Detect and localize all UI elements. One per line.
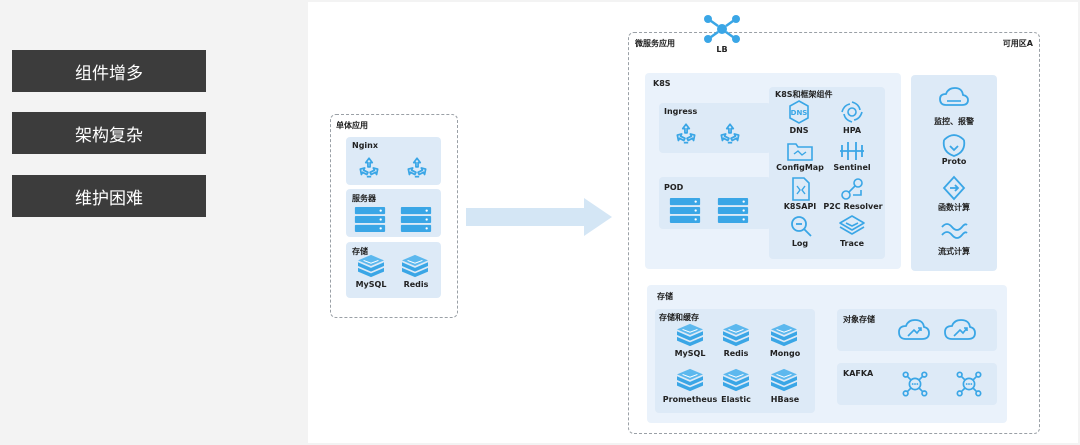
storage-cache-box: 存储和缓存 MySQL Redis Mongo Prometheus Elast…: [655, 309, 815, 413]
storage-label: 存储: [657, 292, 673, 301]
microservice-title: 微服务应用: [635, 39, 675, 48]
pod-label: POD: [664, 183, 684, 192]
mono-storage-label: 存储: [352, 247, 368, 256]
stream-compute-icon: [939, 218, 969, 244]
kafka-icon: [955, 370, 983, 398]
proto-label: Proto: [941, 157, 967, 166]
ingress-icon: [673, 121, 699, 147]
tag-more-components: 组件增多: [12, 50, 206, 92]
cloud-upload-icon: [897, 317, 931, 343]
tag-complex-architecture: 架构复杂: [12, 112, 206, 154]
sentinel-label: Sentinel: [833, 163, 871, 172]
kafka-box: KAFKA: [837, 363, 997, 405]
elastic-label: Elastic: [721, 395, 751, 404]
ingress-icon: [717, 121, 743, 147]
microservice-group: 微服务应用 可用区A K8S Ingress POD K8S和框架组件 DNS …: [628, 32, 1040, 434]
server-label: 服务器: [352, 194, 376, 203]
kafka-label: KAFKA: [843, 369, 874, 378]
ingress-box: Ingress: [659, 103, 771, 153]
monolith-title: 单体应用: [336, 121, 368, 130]
nginx-label: Nginx: [352, 141, 379, 150]
mono-redis-label: Redis: [403, 280, 429, 289]
log-icon: [788, 213, 814, 239]
server-icon: [400, 206, 432, 233]
stream-compute-label: 流式计算: [938, 247, 970, 256]
monitoring-label: 监控、报警: [934, 117, 974, 126]
configmap-label: ConfigMap: [776, 163, 824, 172]
trace-icon: [838, 214, 866, 238]
services-box: 监控、报警 Proto 函数计算 流式计算: [911, 75, 997, 271]
storage-cache-label: 存储和缓存: [659, 313, 699, 322]
k8sapi-icon: [789, 176, 813, 202]
database-icon: [769, 367, 799, 393]
monolith-group: 单体应用 Nginx 服务器 存储 MySQL Redis: [330, 114, 458, 318]
kafka-icon: [901, 370, 929, 398]
database-icon: [675, 367, 705, 393]
ingress-icon: [356, 155, 382, 181]
function-compute-label: 函数计算: [938, 203, 970, 212]
database-icon: [400, 253, 430, 279]
mono-storage-box: 存储 MySQL Redis: [346, 242, 441, 298]
server-icon: [717, 197, 749, 224]
nginx-box: Nginx: [346, 137, 441, 185]
function-compute-icon: [940, 175, 968, 201]
k8s-components-box: K8S和框架组件 DNS HPA ConfigMap Sentinel K8SA…: [769, 87, 885, 259]
folder-icon: [786, 139, 814, 163]
load-balancer-icon: [702, 14, 742, 44]
mysql-label: MySQL: [674, 349, 706, 358]
database-icon: [721, 322, 751, 348]
redis-label: Redis: [723, 349, 749, 358]
log-label: Log: [791, 239, 809, 248]
k8s-label: K8S: [653, 79, 671, 88]
availability-zone-label: 可用区A: [1002, 39, 1033, 48]
database-icon: [356, 253, 386, 279]
ingress-icon: [404, 155, 430, 181]
dns-label: DNS: [789, 126, 809, 135]
k8sapi-label: K8SAPI: [783, 202, 817, 211]
p2c-resolver-label: P2C Resolver: [823, 202, 883, 211]
pod-box: POD: [659, 177, 771, 229]
database-icon: [675, 322, 705, 348]
database-icon: [769, 322, 799, 348]
server-icon: [669, 197, 701, 224]
server-box: 服务器: [346, 189, 441, 237]
storage-box: 存储 存储和缓存 MySQL Redis Mongo Prometheus El…: [647, 285, 1007, 423]
k8s-components-label: K8S和框架组件: [775, 90, 833, 99]
ingress-label: Ingress: [664, 107, 698, 116]
database-icon: [721, 367, 751, 393]
p2c-resolver-icon: [839, 176, 865, 202]
sentinel-icon: [838, 139, 866, 163]
dns-icon: [786, 99, 812, 125]
hbase-label: HBase: [770, 395, 800, 404]
monitoring-cloud-icon: [938, 85, 970, 109]
lb-label: LB: [716, 45, 728, 54]
proto-icon: [940, 132, 968, 158]
prometheus-label: Prometheus: [662, 395, 718, 404]
mongo-label: Mongo: [769, 349, 801, 358]
hpa-label: HPA: [842, 126, 862, 135]
server-icon: [354, 206, 386, 233]
cloud-upload-icon: [943, 317, 977, 343]
arrow-right-icon: [466, 198, 612, 236]
tag-hard-maintenance: 维护困难: [12, 175, 206, 217]
trace-label: Trace: [839, 239, 865, 248]
object-storage-label: 对象存储: [843, 315, 875, 324]
hpa-icon: [839, 99, 865, 125]
object-storage-box: 对象存储: [837, 309, 997, 351]
k8s-box: K8S Ingress POD K8S和框架组件 DNS HPA ConfigM…: [645, 73, 901, 269]
mono-mysql-label: MySQL: [355, 280, 387, 289]
